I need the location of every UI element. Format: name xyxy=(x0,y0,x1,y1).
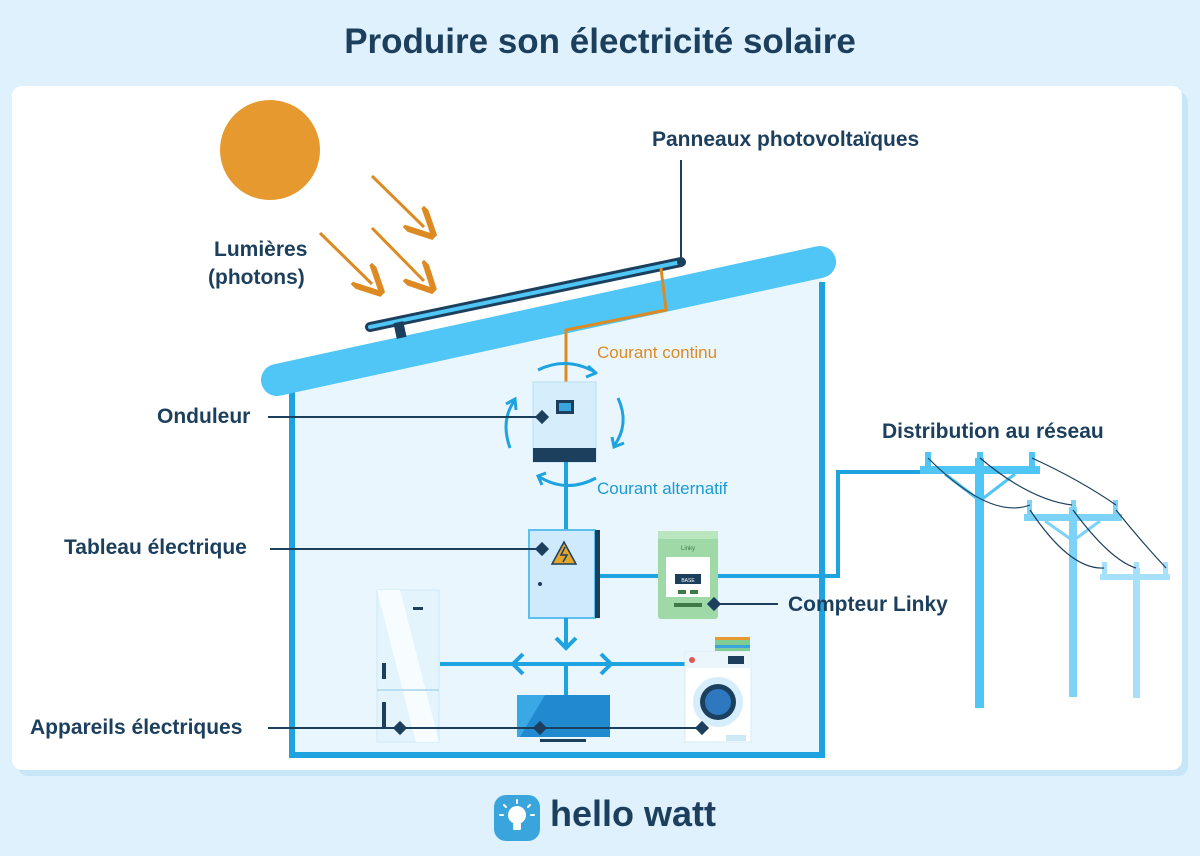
television xyxy=(517,695,610,742)
label-inverter: Onduleur xyxy=(157,405,251,428)
roof xyxy=(261,246,836,396)
label-appliances: Appareils électriques xyxy=(30,716,243,739)
label-linky-meter: Compteur Linky xyxy=(788,593,948,616)
lightbulb-icon xyxy=(494,795,540,841)
label-ac-current: Courant alternatif xyxy=(597,479,728,498)
label-grid-distribution: Distribution au réseau xyxy=(882,420,1104,443)
electrical-panel xyxy=(528,529,600,619)
appliance-wiring xyxy=(440,618,685,695)
dc-wire xyxy=(564,267,668,382)
sun xyxy=(220,100,320,200)
meter-display: BASE xyxy=(681,578,695,584)
meter-brand: Linky xyxy=(681,546,695,552)
linky-meter: Linky BASE xyxy=(658,531,718,619)
sunlight-arrows xyxy=(318,174,424,284)
label-panels: Panneaux photovoltaïques xyxy=(652,128,920,151)
solar-panel xyxy=(365,257,686,339)
fridge xyxy=(376,589,440,743)
label-dc-current: Courant continu xyxy=(597,343,718,362)
inverter xyxy=(532,381,597,463)
label-light-line1: Lumières xyxy=(214,238,308,261)
power-line-poles xyxy=(920,452,1170,708)
leader-lines xyxy=(268,409,778,736)
label-light-line2: (photons) xyxy=(208,266,305,289)
washing-machine xyxy=(684,637,752,743)
page-title: Produire son électricité solaire xyxy=(344,22,856,61)
conversion-arrows xyxy=(504,362,625,488)
label-electrical-panel: Tableau électrique xyxy=(64,536,247,559)
house-walls xyxy=(289,282,825,758)
brand-name: hello watt xyxy=(550,793,717,834)
